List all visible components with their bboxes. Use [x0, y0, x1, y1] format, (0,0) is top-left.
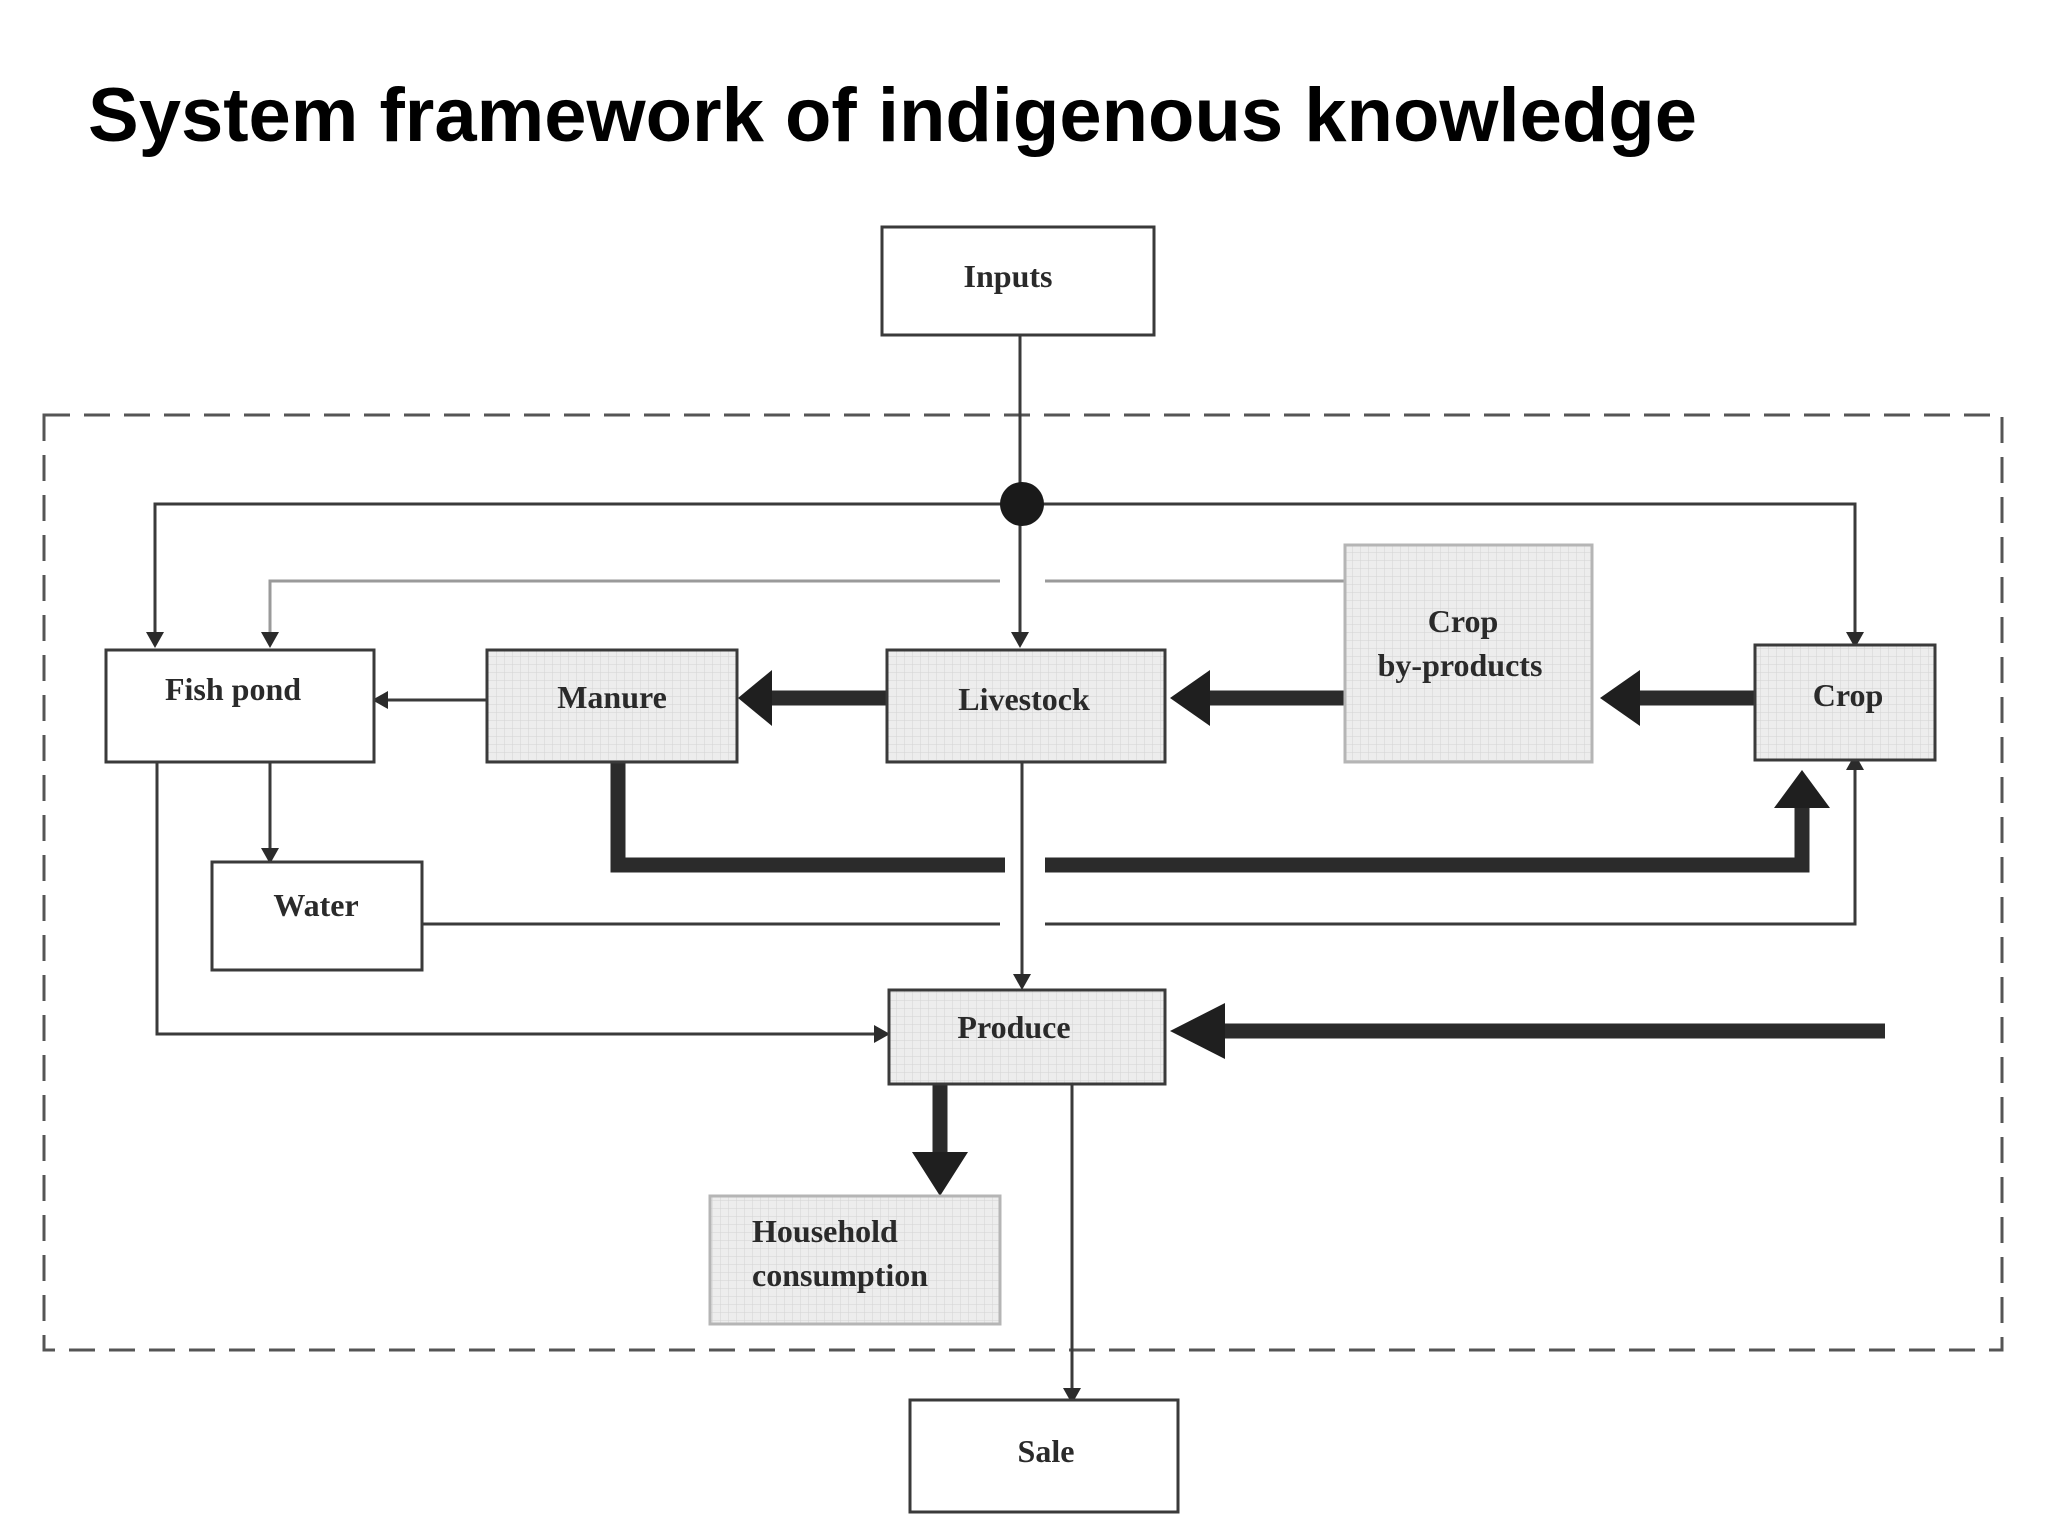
household-label-line1: Household: [752, 1213, 898, 1249]
crop-byproducts-label-line1: Crop: [1428, 603, 1499, 639]
crop-label: Crop: [1813, 677, 1884, 713]
water-label: Water: [273, 887, 358, 923]
produce-label: Produce: [957, 1009, 1070, 1045]
connector-fishpond-produce: [155, 762, 874, 1036]
big-arrowhead-into-crop: [1774, 770, 1830, 808]
system-boundary: [42, 413, 2004, 1352]
arrowhead-into-crop-bottom: [1846, 754, 1864, 770]
page-title: System framework of indigenous knowledge: [88, 73, 1697, 158]
livestock-label: Livestock: [958, 681, 1090, 717]
big-arrowhead-into-household: [912, 1152, 968, 1196]
crop-byproducts-box: [1343, 543, 1594, 764]
thick-arrowheads: [738, 670, 1830, 1196]
water-box: [210, 860, 424, 972]
fish-pond-box: [104, 648, 376, 764]
big-arrowhead-into-livestock: [1170, 670, 1210, 726]
crop-byproducts-label-line2: by-products: [1378, 647, 1543, 683]
arrowhead-into-produce-left: [874, 1025, 890, 1043]
arrowhead-into-fishpond-left: [146, 632, 164, 648]
thick-flows: [610, 690, 1885, 1152]
connector-byproducts-fishpond-left: [268, 579, 1000, 632]
thin-connectors: [153, 334, 1857, 1388]
big-arrowhead-into-manure: [738, 670, 772, 726]
junction-dot: [1000, 482, 1044, 526]
inputs-box: [880, 225, 1156, 337]
node-boxes: [104, 225, 1937, 1514]
household-label-line2: consumption: [752, 1257, 928, 1293]
connector-junction-crop: [1020, 502, 1857, 632]
connector-junction-fishpond: [153, 502, 1020, 632]
livestock-box: [885, 648, 1167, 764]
manure-label: Manure: [557, 679, 667, 715]
crop-box: [1753, 643, 1937, 762]
sale-box: [908, 1398, 1180, 1514]
flow-manure-crop-right: [1045, 808, 1810, 873]
thin-arrowheads: [146, 632, 1864, 1404]
arrowhead-into-produce-top: [1013, 974, 1031, 990]
arrowhead-into-crop: [1846, 632, 1864, 648]
arrowhead-into-fishpond-right: [261, 632, 279, 648]
arrowhead-into-sale: [1063, 1388, 1081, 1404]
arrowhead-into-water: [261, 848, 279, 864]
sale-label: Sale: [1018, 1433, 1075, 1469]
connector-water-crop-right: [1045, 770, 1857, 926]
big-arrowhead-into-produce: [1170, 1003, 1225, 1059]
big-arrowhead-into-byproducts: [1600, 670, 1640, 726]
node-labels: Inputs Fish pond Manure Livestock Crop b…: [165, 258, 1883, 1469]
fish-pond-label: Fish pond: [165, 671, 301, 707]
inputs-label: Inputs: [964, 258, 1053, 294]
household-consumption-box: [708, 1194, 1002, 1326]
produce-box: [887, 988, 1167, 1086]
arrowhead-manure-fishpond: [372, 691, 388, 709]
manure-box: [485, 648, 739, 764]
flow-manure-crop-left: [610, 762, 1005, 873]
arrowhead-into-livestock: [1011, 632, 1029, 648]
